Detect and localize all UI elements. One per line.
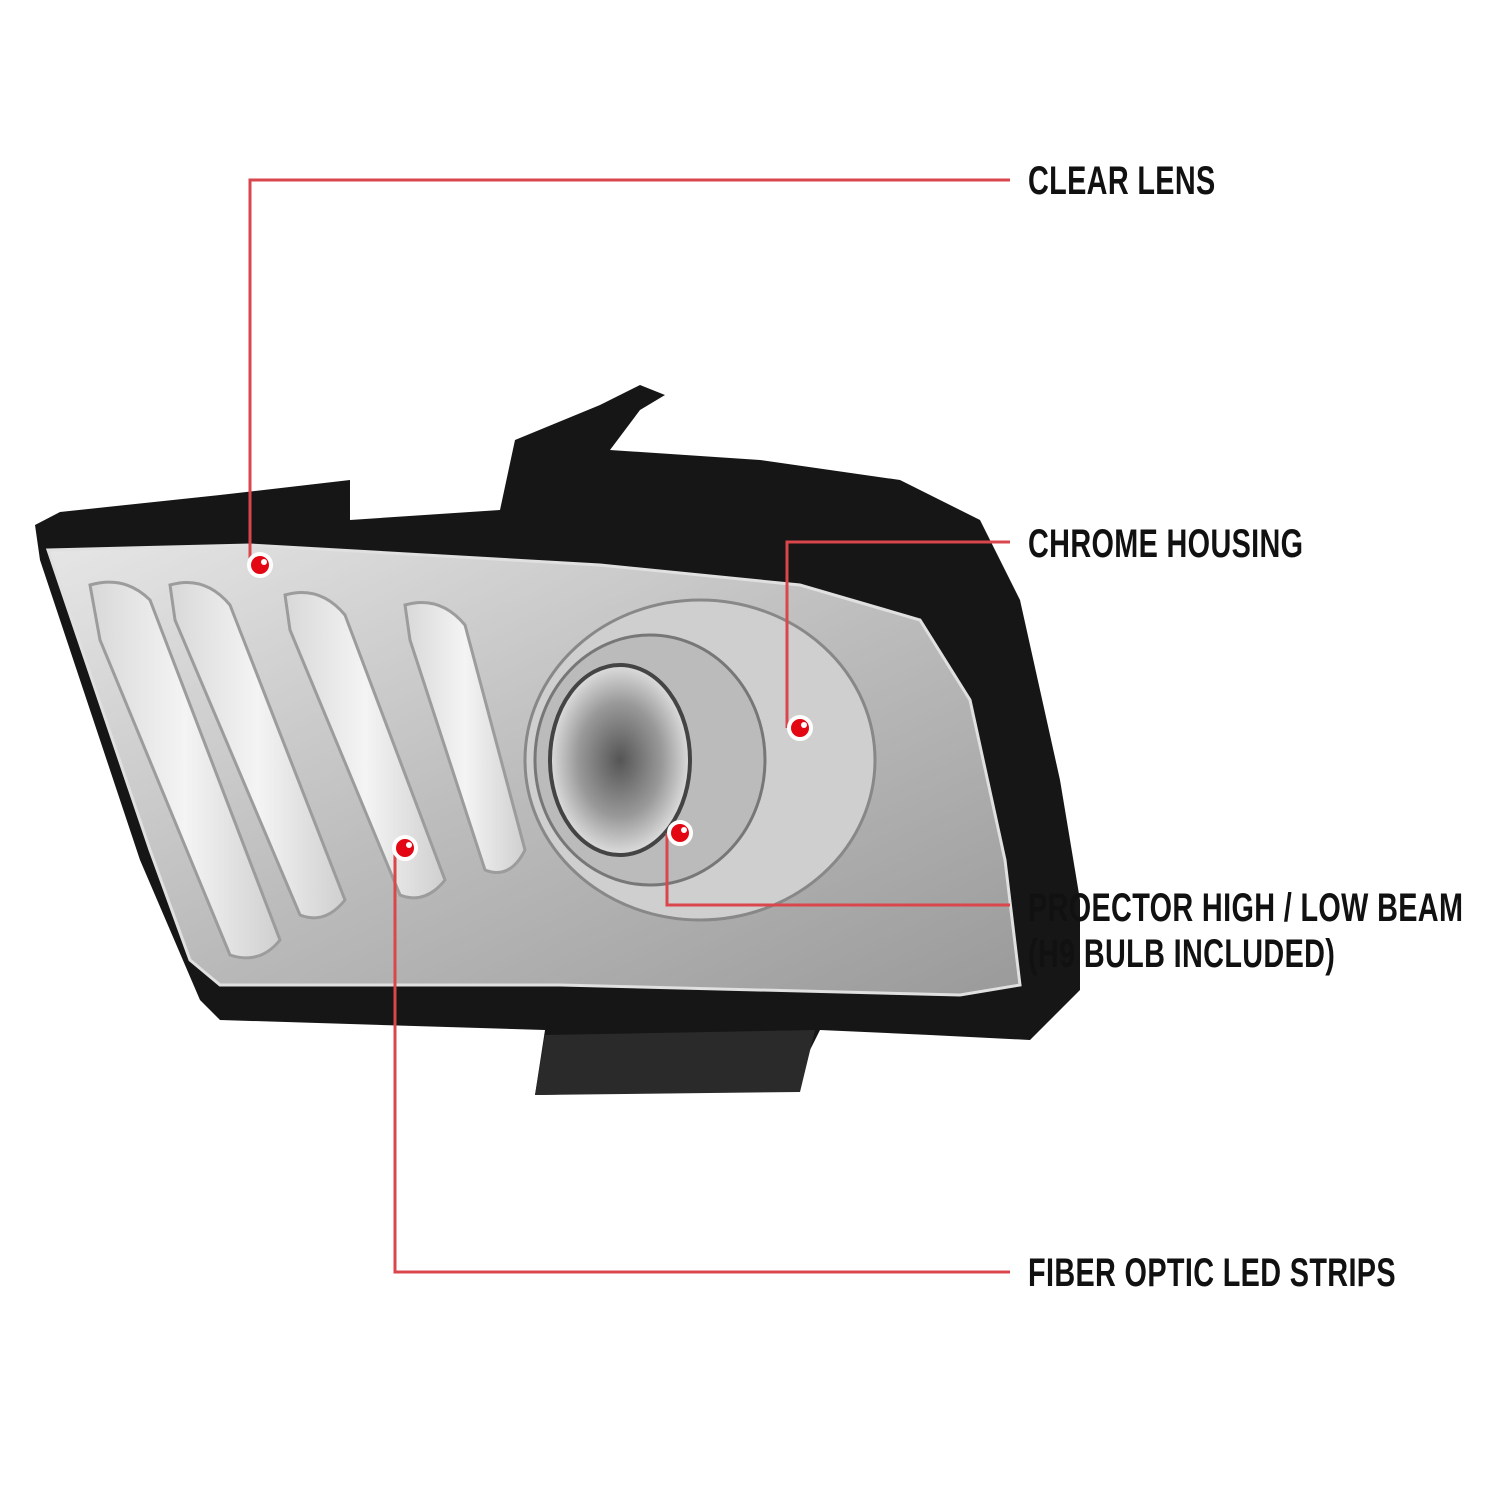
fiber-optic-dot [392, 835, 418, 861]
fiber-optic-strips [88, 580, 527, 960]
projector-unit [523, 598, 877, 922]
callout-lines [248, 178, 1010, 1274]
projector-dot [667, 820, 693, 846]
chrome-housing-dot [787, 715, 813, 741]
fiber-optic-line [393, 848, 1010, 1274]
callout-label-fiber-optic: FIBER OPTIC LED STRIPS [1028, 1251, 1396, 1295]
callout-label-projector: PROECTOR HIGH / LOW BEAM [1028, 886, 1464, 930]
clear-lens-line [248, 178, 1010, 565]
projector-line [665, 833, 1010, 907]
callout-label-projector-bulb: (H9 BULB INCLUDED) [1028, 932, 1336, 976]
callout-dots [247, 552, 813, 861]
callout-label-clear-lens: CLEAR LENS [1028, 159, 1216, 203]
chrome-housing-line [785, 540, 1010, 728]
clear-lens-dot [247, 552, 273, 578]
callout-label-chrome-housing: CHROME HOUSING [1028, 522, 1304, 566]
